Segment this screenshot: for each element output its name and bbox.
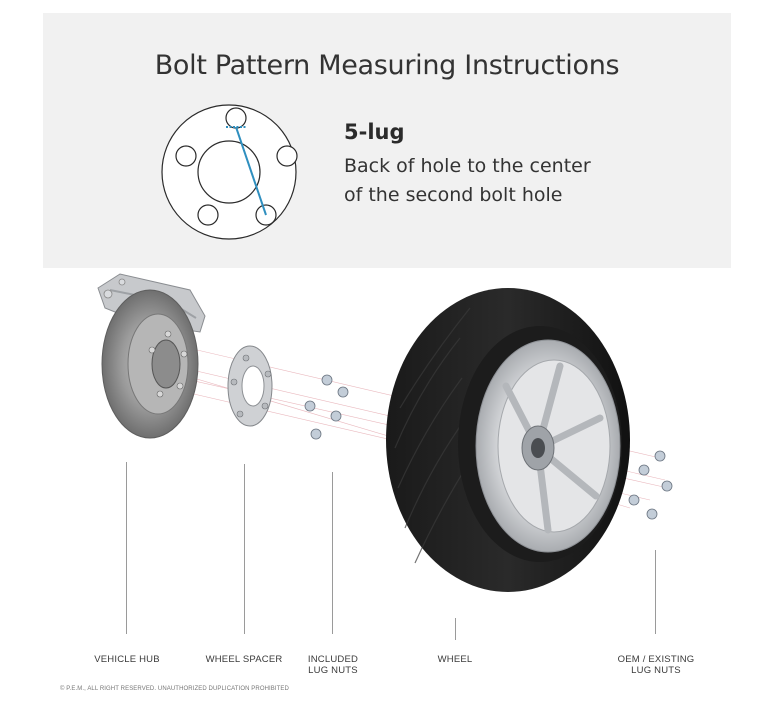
wheel-spacer — [227, 345, 273, 427]
label-wheel: WHEEL — [437, 654, 473, 665]
measurement-line — [235, 126, 267, 216]
leader-wheel — [455, 618, 456, 640]
leader-wheel-spacer — [244, 464, 245, 634]
measurement-description: Back of hole to the center of the second… — [344, 152, 684, 210]
bolt-hole-left — [175, 145, 197, 167]
instructions-panel: Bolt Pattern Measuring Instructions 5-lu… — [43, 13, 731, 268]
description-line-1: Back of hole to the center — [344, 155, 591, 177]
leader-included-lug-nuts — [332, 472, 333, 634]
wheel-rim — [475, 339, 621, 553]
oem-lug-nuts — [628, 450, 673, 520]
description-line-2: of the second bolt hole — [344, 184, 563, 206]
vehicle-hub-rotor — [101, 289, 199, 439]
bolt-hole-bottom-left — [197, 204, 219, 226]
center-bore — [197, 140, 261, 204]
included-lug-nuts — [304, 374, 349, 440]
wheel-assembly-illustration — [97, 273, 673, 592]
lug-count-heading: 5-lug — [344, 120, 405, 144]
label-wheel-spacer: WHEEL SPACER — [205, 654, 283, 665]
leader-oem-lug-nuts — [655, 550, 656, 634]
page-title: Bolt Pattern Measuring Instructions — [154, 50, 620, 81]
copyright-notice: © P.E.M., ALL RIGHT RESERVED. UNAUTHORIZ… — [60, 686, 289, 692]
leader-vehicle-hub — [126, 462, 127, 634]
label-vehicle-hub: VEHICLE HUB — [94, 654, 160, 665]
bolt-hole-right — [276, 145, 298, 167]
bolt-pattern-diagram — [161, 104, 298, 240]
bolt-hole-top — [225, 107, 247, 129]
